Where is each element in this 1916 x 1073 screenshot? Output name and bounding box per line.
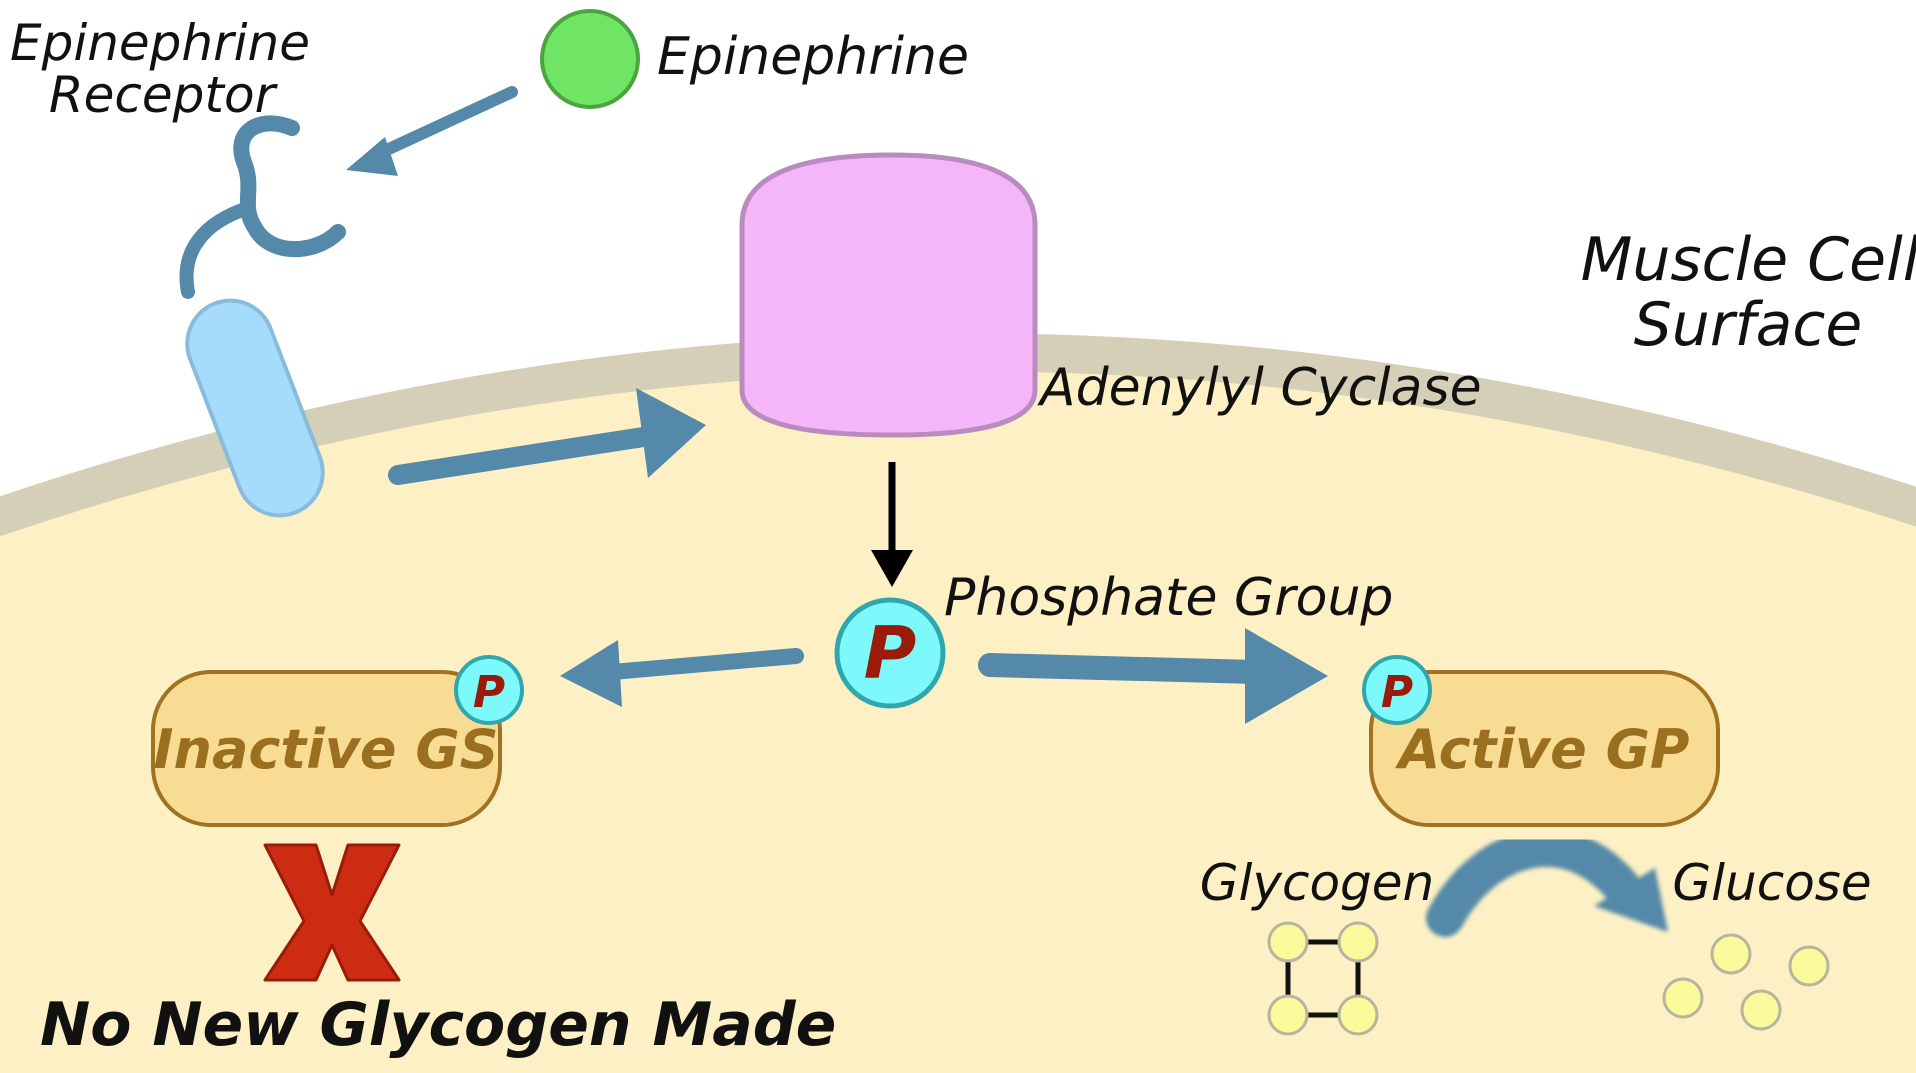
epinephrine-molecule: [540, 9, 640, 109]
muscle-cell-label-line2: Surface: [1634, 290, 1863, 360]
inactive-gs-enzyme: Inactive GS P: [151, 655, 524, 827]
receptor-stalk: [179, 201, 255, 299]
active-gp-enzyme: Active GP P: [1362, 655, 1720, 827]
glucose-label: Glucose: [1672, 854, 1871, 912]
receptor-binding-site: [233, 115, 346, 258]
receptor-tube: [185, 298, 325, 518]
inactive-gs-label: Inactive GS: [153, 718, 498, 781]
gs-phosphate-badge: [454, 655, 524, 725]
adenylyl-cyclase-label: Adenylyl Cyclase: [1037, 358, 1482, 418]
adenylyl-cyclase: [739, 152, 1038, 438]
arrow-epinephrine-to-receptor: [346, 86, 518, 176]
phosphate-group-label: Phosphate Group: [944, 568, 1393, 628]
receptor-label-line1: Epinephrine: [10, 14, 310, 72]
glycogen-structure: [1267, 921, 1379, 1036]
arrow-cyclase-to-phosphate: [871, 462, 913, 587]
phosphate-group: P: [834, 597, 946, 709]
epinephrine-label: Epinephrine: [657, 27, 969, 87]
no-new-glycogen-label: No New Glycogen Made: [40, 990, 836, 1060]
arrow-phosphate-to-gs: [560, 640, 804, 707]
arrow-receptor-to-cyclase: [388, 388, 706, 485]
gs-phosphate-symbol: P: [473, 667, 505, 718]
x-mark-icon: [263, 843, 401, 982]
receptor-label-line2: Receptor: [49, 66, 279, 124]
arrow-glycogen-to-glucose: [1426, 829, 1668, 937]
muscle-cell-label-line1: Muscle Cell: [1581, 225, 1916, 295]
gp-phosphate-badge: [1362, 655, 1432, 725]
glycogen-label: Glycogen: [1200, 854, 1435, 912]
active-gp-label: Active GP: [1395, 718, 1690, 781]
cytoplasm: [0, 352, 1916, 1073]
phosphate-symbol: P: [864, 611, 917, 695]
glucose-molecules: [1662, 933, 1830, 1031]
arrow-phosphate-to-gp: [978, 628, 1328, 724]
gp-phosphate-symbol: P: [1381, 667, 1413, 718]
epinephrine-receptor: [179, 115, 346, 518]
